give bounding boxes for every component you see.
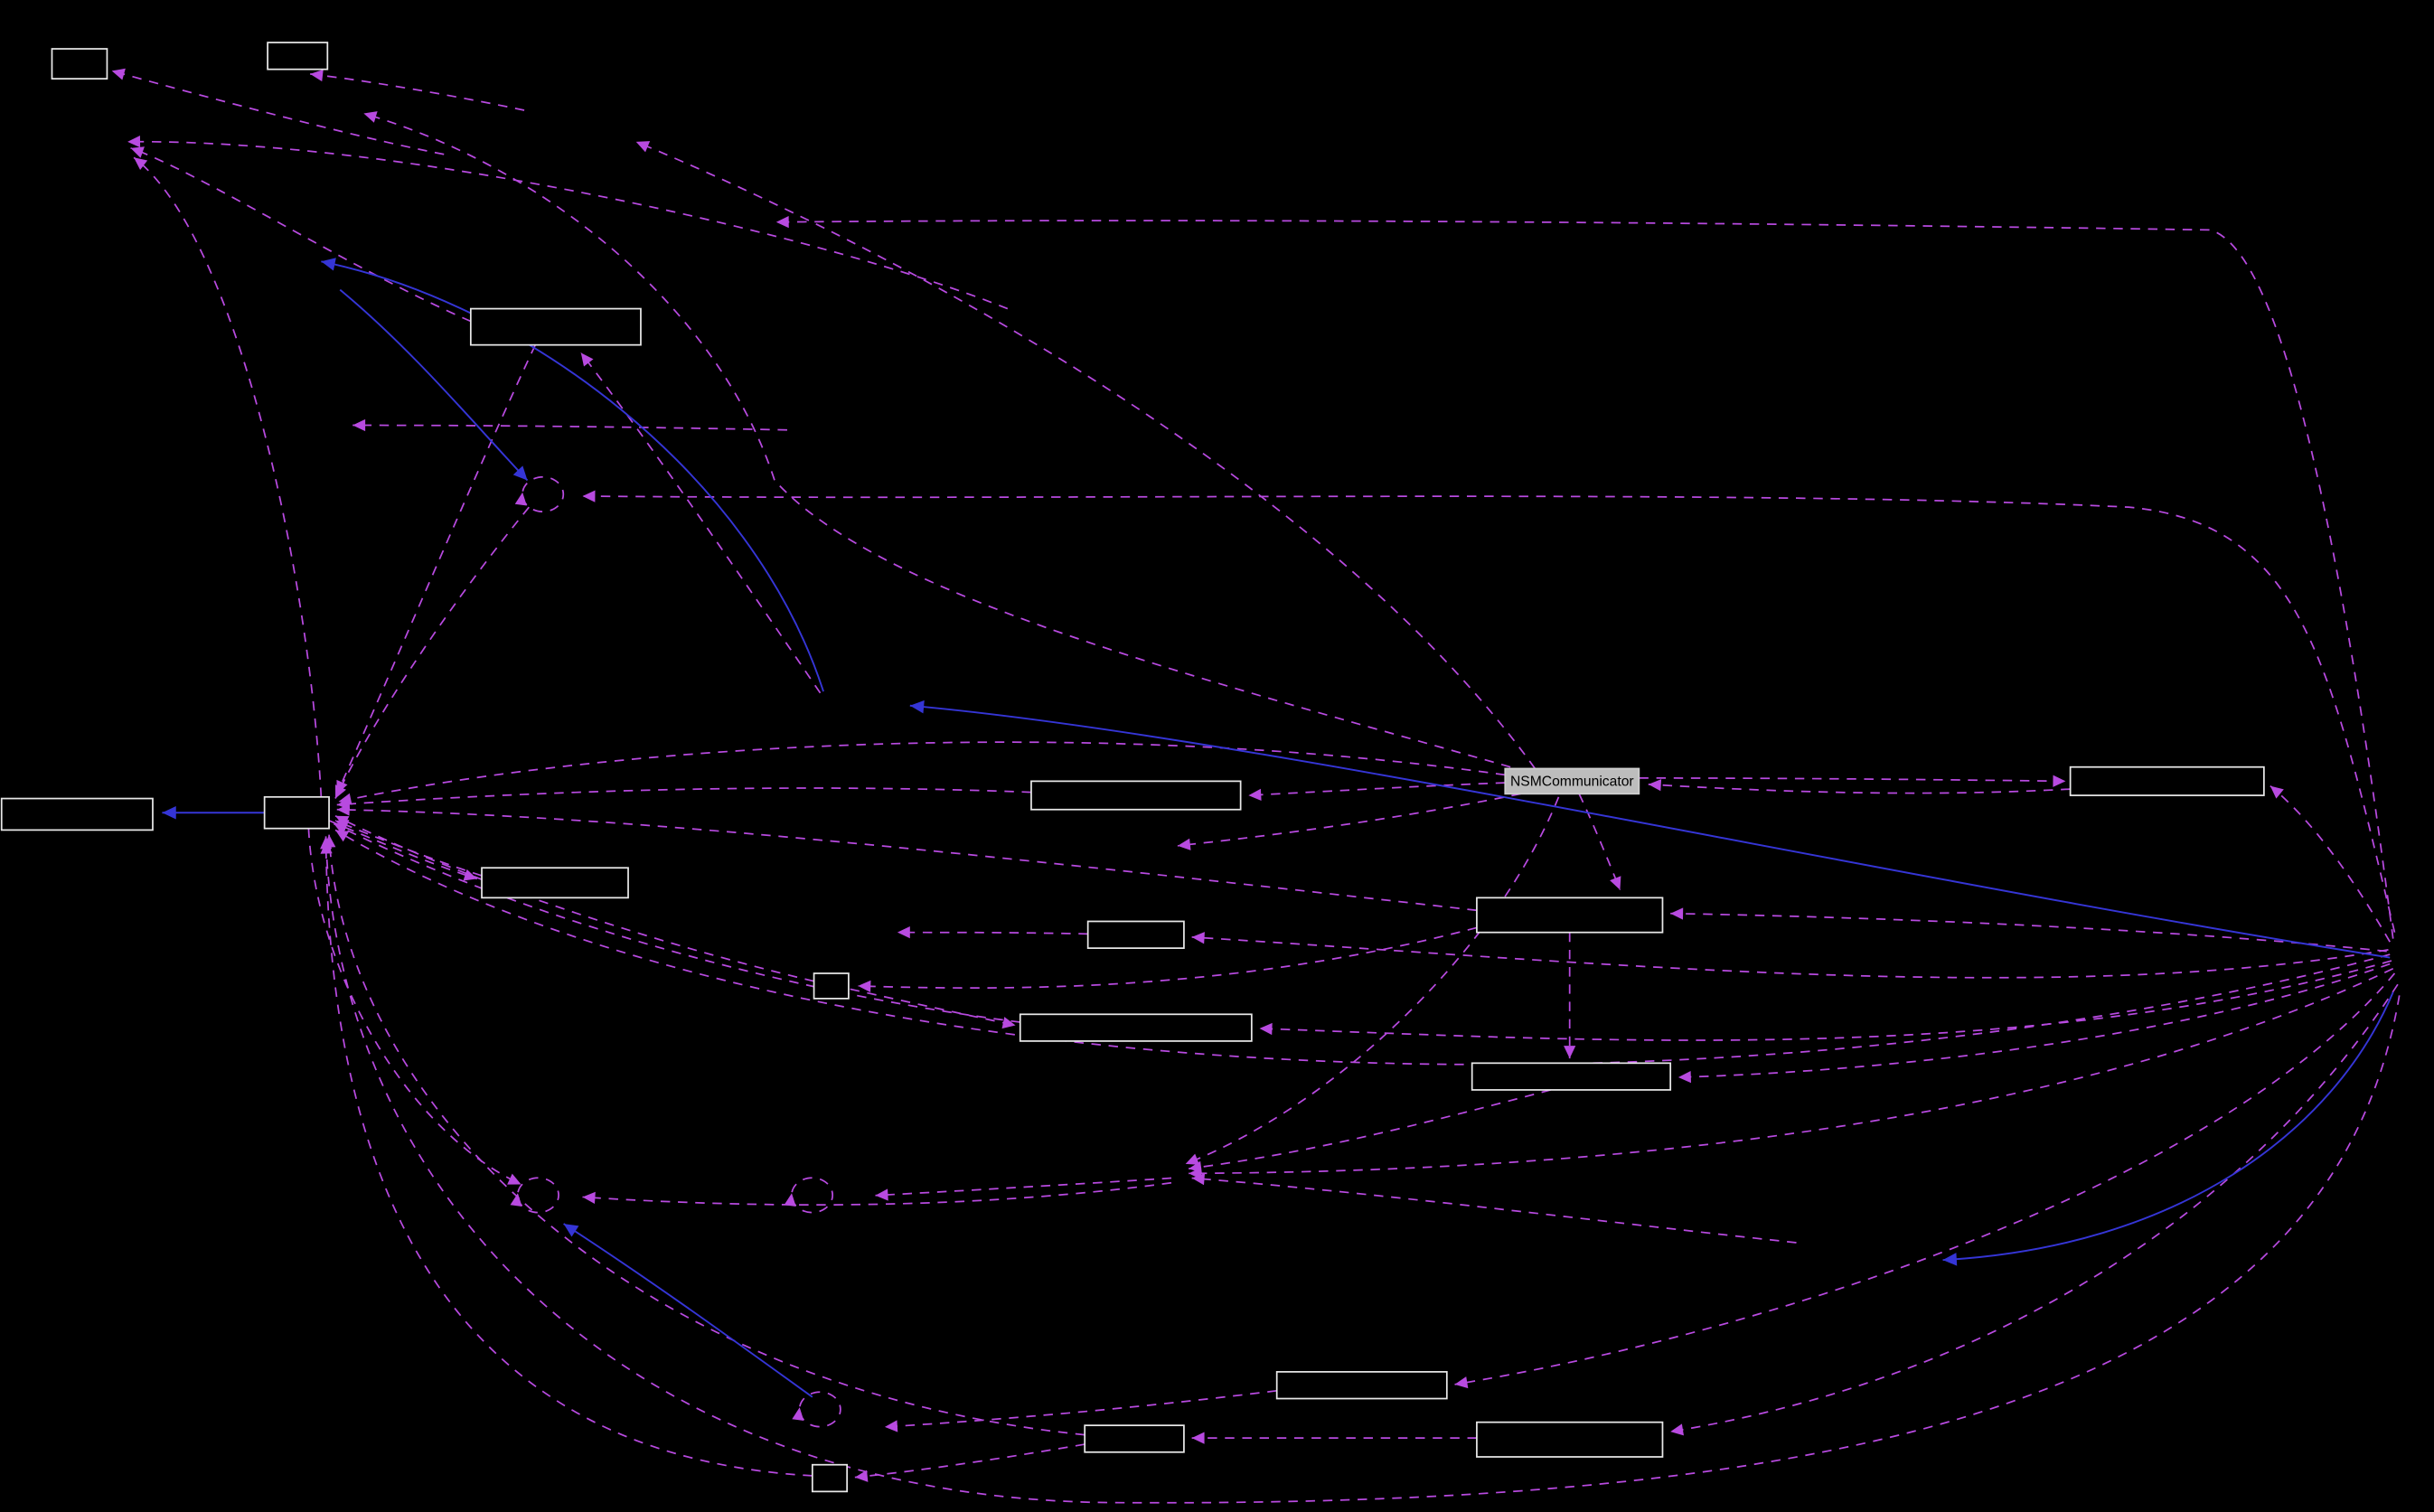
- dependency-edge: [334, 506, 530, 799]
- dependency-edge: [320, 836, 813, 1477]
- dependency-edge: [1177, 793, 1521, 850]
- dependency-edge: [884, 1389, 1277, 1432]
- edge-layer: [111, 68, 2401, 1504]
- inheritance-edge: [909, 700, 2391, 959]
- dependency-edge: [775, 215, 2394, 939]
- dependency-edge: [1191, 1173, 1797, 1244]
- graph-node-rect[interactable]: [0, 797, 154, 831]
- dependency-edge: [1191, 932, 2389, 979]
- dependency-edge: [582, 1181, 1172, 1206]
- self-loop-edge: [510, 1177, 559, 1214]
- inheritance-edge: [563, 1223, 813, 1398]
- node-18[interactable]: [811, 1463, 849, 1493]
- graph-node-rect[interactable]: [1471, 1062, 1672, 1091]
- dependency-edge: [310, 69, 525, 111]
- self-loop-edge: [784, 1177, 834, 1214]
- dependency-edge: [1639, 775, 2066, 787]
- graph-node-rect[interactable]: [1084, 1424, 1185, 1453]
- dependency-edge: [580, 352, 822, 694]
- node-6[interactable]: [481, 867, 629, 899]
- node-5[interactable]: [263, 795, 330, 830]
- dependency-edge: [133, 156, 323, 797]
- dependency-edge: [307, 828, 522, 1186]
- node-17[interactable]: [1476, 1421, 1664, 1458]
- dependency-edge: [875, 1177, 1172, 1201]
- dependency-edge: [1670, 907, 2387, 953]
- graph-node-rect-current[interactable]: [1504, 767, 1640, 795]
- node-16[interactable]: [1084, 1424, 1185, 1453]
- node-15[interactable]: [1275, 1371, 1448, 1400]
- node-14[interactable]: [1471, 1062, 1672, 1091]
- graph-node-rect[interactable]: [813, 972, 850, 1000]
- dependency-edge: [336, 787, 1031, 811]
- dependency-edge: [336, 803, 1478, 912]
- dependency-edge: [338, 741, 1506, 805]
- graph-node-rect[interactable]: [811, 1463, 849, 1493]
- dependency-edge: [1578, 793, 1621, 890]
- dependency-edge: [130, 146, 472, 323]
- dependency-edge: [320, 841, 2401, 1504]
- dependency-edge: [1648, 779, 2071, 794]
- dependency-edge: [334, 820, 483, 877]
- graph-node-rect[interactable]: [267, 42, 329, 70]
- dependency-edge: [328, 820, 478, 881]
- graph-node-rect[interactable]: [1030, 780, 1242, 811]
- dependency-edge: [1185, 796, 1560, 1165]
- node-3[interactable]: [469, 307, 642, 346]
- dependency-edge: [582, 490, 2396, 933]
- self-loop-edge: [792, 1391, 841, 1428]
- node-12[interactable]: [813, 972, 850, 1000]
- node-4[interactable]: [0, 797, 154, 831]
- dependency-edge: [324, 834, 1085, 1436]
- dependency-edge: [363, 111, 1527, 773]
- dependency-edge: [334, 814, 814, 982]
- graph-node-rect[interactable]: [1476, 897, 1664, 934]
- node-13[interactable]: [1019, 1013, 1253, 1042]
- dependency-edge: [334, 829, 2391, 1066]
- graph-node-rect[interactable]: [51, 48, 108, 80]
- dependency-edge: [1677, 963, 2391, 1084]
- node-2[interactable]: [267, 42, 329, 70]
- dependency-edge: [111, 68, 445, 155]
- node-11[interactable]: [1086, 920, 1185, 949]
- graph-node-rect[interactable]: [1275, 1371, 1448, 1400]
- dependency-edge: [1189, 1089, 1552, 1173]
- inheritance-edge: [1942, 991, 2394, 1266]
- dependency-edge: [897, 926, 1088, 939]
- dependency-edge: [1189, 967, 2394, 1179]
- node-layer: NSMCommunicator: [0, 42, 2265, 1493]
- dependency-edge: [1454, 972, 2396, 1389]
- graph-node-rect[interactable]: [469, 307, 642, 346]
- node-10[interactable]: [1476, 897, 1664, 934]
- dependency-edge: [1670, 983, 2399, 1436]
- inheritance-edge: [321, 258, 824, 692]
- dependency-edge: [858, 926, 1478, 992]
- dependency-edge: [854, 1443, 1085, 1482]
- dependency-edge: [2270, 784, 2391, 943]
- graph-node-rect[interactable]: [263, 795, 330, 830]
- dependency-edge: [127, 136, 1009, 310]
- node-9[interactable]: [2069, 765, 2265, 796]
- dependency-edge: [635, 141, 1537, 769]
- dependency-edge: [850, 988, 1016, 1029]
- graph-node-rect[interactable]: [1086, 920, 1185, 949]
- inheritance-edge: [339, 288, 529, 482]
- self-loop-edge: [514, 475, 565, 512]
- node-7[interactable]: [1030, 780, 1242, 811]
- dependency-edge: [352, 418, 787, 432]
- graph-node-rect[interactable]: [1476, 1421, 1664, 1458]
- dependency-edge: [1248, 782, 1506, 801]
- dependency-edge: [1259, 960, 2392, 1041]
- graph-node-label: NSMCommunicator: [1510, 775, 1634, 790]
- graph-node-rect[interactable]: [2069, 765, 2265, 796]
- node-nsmcommunicator[interactable]: NSMCommunicator: [1504, 767, 1640, 795]
- dependency-edge: [335, 344, 537, 794]
- node-1[interactable]: [51, 48, 108, 80]
- graph-node-rect[interactable]: [1019, 1013, 1253, 1042]
- graph-node-rect[interactable]: [481, 867, 629, 899]
- dependency-edge: [333, 822, 1020, 1023]
